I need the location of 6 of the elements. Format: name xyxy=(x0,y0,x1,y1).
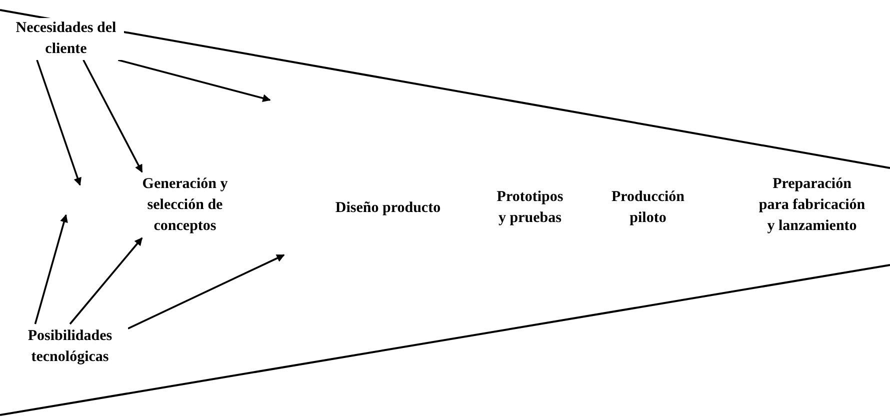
arrow xyxy=(34,214,68,324)
arrow xyxy=(128,254,285,330)
arrow xyxy=(118,59,271,102)
arrow xyxy=(69,237,143,325)
arrow xyxy=(36,60,82,186)
arrow xyxy=(82,60,143,173)
